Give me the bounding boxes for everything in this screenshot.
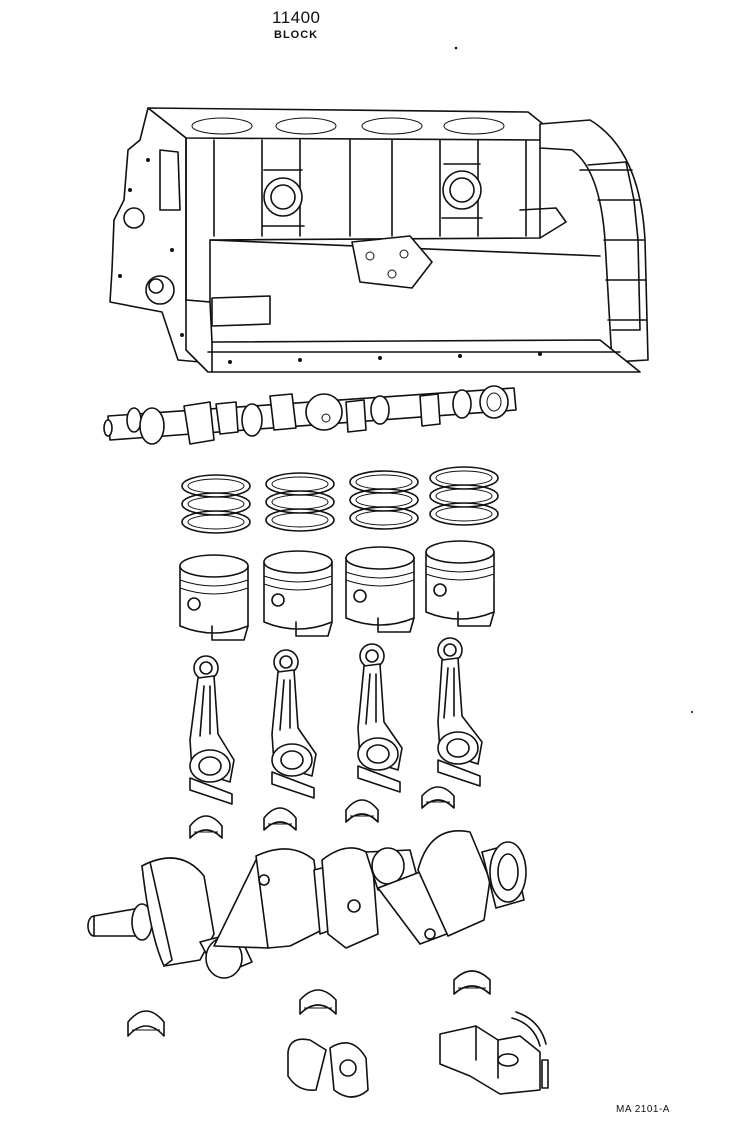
main-bearing-lower-3: [453, 970, 491, 995]
dowel-pin: [541, 1059, 549, 1089]
connecting-rod-2: [271, 649, 317, 799]
stray-mark: [454, 46, 458, 50]
piston-1: [179, 554, 249, 641]
cylinder-block: [109, 107, 649, 373]
rod-bearing-4: [421, 786, 455, 809]
rod-bearing-2: [263, 807, 297, 831]
connecting-rod-3: [357, 643, 403, 793]
piston-ring-set-4: [429, 466, 499, 526]
bearing-cap: [439, 1025, 541, 1095]
piston-ring-set-3: [349, 470, 419, 530]
diagram-reference: MA 2101-A: [616, 1104, 670, 1115]
main-bearing-lower-1: [127, 1010, 165, 1037]
connecting-rod-1: [189, 655, 235, 805]
part-code: 11400: [272, 8, 321, 27]
stray-mark: [691, 711, 693, 713]
piston-ring-set-2: [265, 472, 335, 532]
piston-4: [425, 540, 495, 627]
thrust-ring: [511, 1011, 547, 1047]
crankshaft: [87, 830, 527, 979]
main-bearing-lower-2: [299, 989, 337, 1015]
thrust-washer-pair: [287, 1038, 369, 1098]
camshaft: [103, 385, 517, 445]
piston-3: [345, 546, 415, 633]
rod-bearing-1: [189, 815, 223, 839]
piston-2: [263, 550, 333, 637]
part-name: BLOCK: [274, 29, 319, 41]
connecting-rod-4: [437, 637, 483, 787]
rod-bearing-3: [345, 799, 379, 823]
piston-ring-set-1: [181, 474, 251, 534]
